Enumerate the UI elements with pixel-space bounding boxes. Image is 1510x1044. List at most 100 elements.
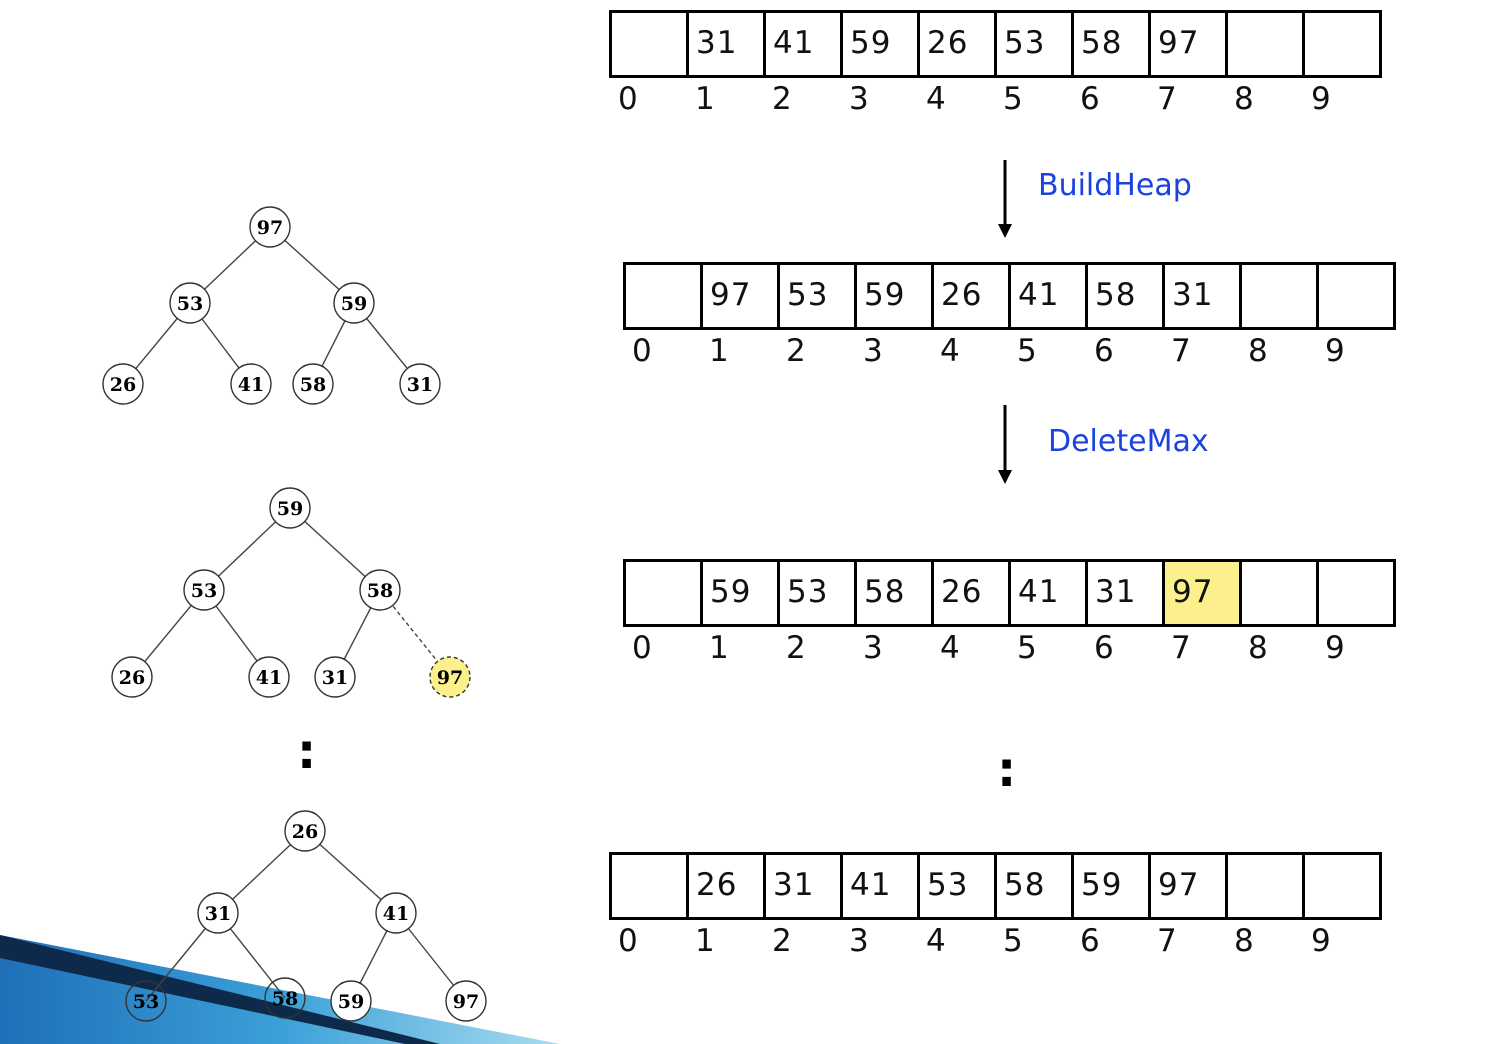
index-label: 5	[1003, 81, 1023, 117]
tree-node: 41	[230, 363, 272, 405]
array-cell: 53	[997, 13, 1074, 75]
array-sorted: 26 31 41 53 58 59 97 0 1 2 3 4 5 6 7 8 9	[609, 852, 1382, 959]
svg-text:26: 26	[292, 821, 318, 843]
array-cell: 53	[780, 562, 857, 624]
array-cell: 97	[1151, 855, 1228, 917]
array-cell: 41	[766, 13, 843, 75]
tree-node: 59	[333, 282, 375, 324]
tree-node: 97	[445, 980, 487, 1022]
buildheap-label: BuildHeap	[1038, 168, 1192, 203]
index-label: 9	[1311, 923, 1331, 959]
index-label: 2	[772, 81, 792, 117]
index-label: 2	[772, 923, 792, 959]
array-cells: 26 31 41 53 58 59 97	[609, 852, 1382, 920]
array-cell	[1305, 855, 1382, 917]
array-cell: 59	[1074, 855, 1151, 917]
array-cell-highlighted: 97	[1165, 562, 1242, 624]
index-label: 5	[1017, 333, 1037, 369]
tree-node: 31	[399, 363, 441, 405]
svg-text:59: 59	[277, 498, 303, 520]
array-cell: 58	[857, 562, 934, 624]
array-cell: 41	[843, 855, 920, 917]
array-cell: 59	[703, 562, 780, 624]
tree-node: 97	[249, 206, 291, 248]
tree-node: 31	[197, 892, 239, 934]
index-label: 9	[1311, 81, 1331, 117]
svg-text:53: 53	[177, 293, 203, 315]
array-cell	[612, 855, 689, 917]
svg-text:58: 58	[272, 988, 298, 1010]
array-indices: 0 1 2 3 4 5 6 7 8 9	[609, 923, 1382, 959]
svg-text:31: 31	[407, 374, 433, 396]
array-cell: 59	[843, 13, 920, 75]
array-cell	[1319, 562, 1396, 624]
down-arrow-icon	[998, 160, 1012, 238]
array-indices: 0 1 2 3 4 5 6 7 8 9	[623, 333, 1396, 369]
index-label: 3	[863, 333, 883, 369]
tree-node-highlighted: 97	[429, 656, 471, 698]
array-cell: 31	[1088, 562, 1165, 624]
array-cell: 41	[1011, 265, 1088, 327]
index-label: 4	[926, 923, 946, 959]
svg-text:26: 26	[119, 667, 145, 689]
tree-node: 59	[269, 487, 311, 529]
svg-text:58: 58	[367, 580, 393, 602]
array-indices: 0 1 2 3 4 5 6 7 8 9	[623, 630, 1396, 666]
array-cells: 31 41 59 26 53 58 97	[609, 10, 1382, 78]
array-cell	[1305, 13, 1382, 75]
index-label: 1	[709, 333, 729, 369]
tree-node: 26	[284, 810, 326, 852]
tree-node: 53	[125, 980, 167, 1022]
array-cell: 26	[689, 855, 766, 917]
index-label: 3	[849, 923, 869, 959]
array-cell	[612, 13, 689, 75]
heap-tree-1	[122, 226, 421, 385]
array-after-deletemax: 59 53 58 26 41 31 97 0 1 2 3 4 5 6 7 8 9	[623, 559, 1396, 666]
index-label: 7	[1157, 923, 1177, 959]
index-label: 7	[1171, 630, 1191, 666]
svg-text:41: 41	[238, 374, 264, 396]
svg-text:97: 97	[437, 667, 463, 689]
tree-node: 59	[330, 980, 372, 1022]
index-label: 1	[695, 81, 715, 117]
array-cell: 26	[920, 13, 997, 75]
array-cell: 53	[920, 855, 997, 917]
array-cell	[1228, 13, 1305, 75]
heap-tree-2	[131, 507, 451, 678]
array-cell	[1242, 562, 1319, 624]
tree-node: 53	[183, 569, 225, 611]
tree-node: 53	[169, 282, 211, 324]
index-label: 2	[786, 333, 806, 369]
index-label: 8	[1234, 923, 1254, 959]
svg-text:31: 31	[322, 667, 348, 689]
array-cells: 97 53 59 26 41 58 31	[623, 262, 1396, 330]
tree-node: 26	[111, 656, 153, 698]
index-label: 4	[926, 81, 946, 117]
array-cell	[626, 562, 703, 624]
tree-node: 41	[248, 656, 290, 698]
index-label: 1	[695, 923, 715, 959]
index-label: 6	[1080, 81, 1100, 117]
tree-node: 26	[102, 363, 144, 405]
index-label: 6	[1094, 333, 1114, 369]
deletemax-label: DeleteMax	[1048, 424, 1209, 459]
array-cell: 53	[780, 265, 857, 327]
array-cell: 31	[689, 13, 766, 75]
index-label: 3	[863, 630, 883, 666]
svg-text:97: 97	[453, 991, 479, 1013]
index-label: 5	[1017, 630, 1037, 666]
array-after-buildheap: 97 53 59 26 41 58 31 0 1 2 3 4 5 6 7 8 9	[623, 262, 1396, 369]
svg-text:41: 41	[383, 903, 409, 925]
array-cell	[1242, 265, 1319, 327]
array-cell: 26	[934, 562, 1011, 624]
index-label: 1	[709, 630, 729, 666]
array-cell	[1228, 855, 1305, 917]
array-cell: 31	[766, 855, 843, 917]
array-indices: 0 1 2 3 4 5 6 7 8 9	[609, 81, 1382, 117]
svg-text:41: 41	[256, 667, 282, 689]
svg-text:59: 59	[341, 293, 367, 315]
index-label: 9	[1325, 630, 1345, 666]
tree-node: 58	[292, 363, 334, 405]
index-label: 8	[1248, 333, 1268, 369]
index-label: 6	[1080, 923, 1100, 959]
